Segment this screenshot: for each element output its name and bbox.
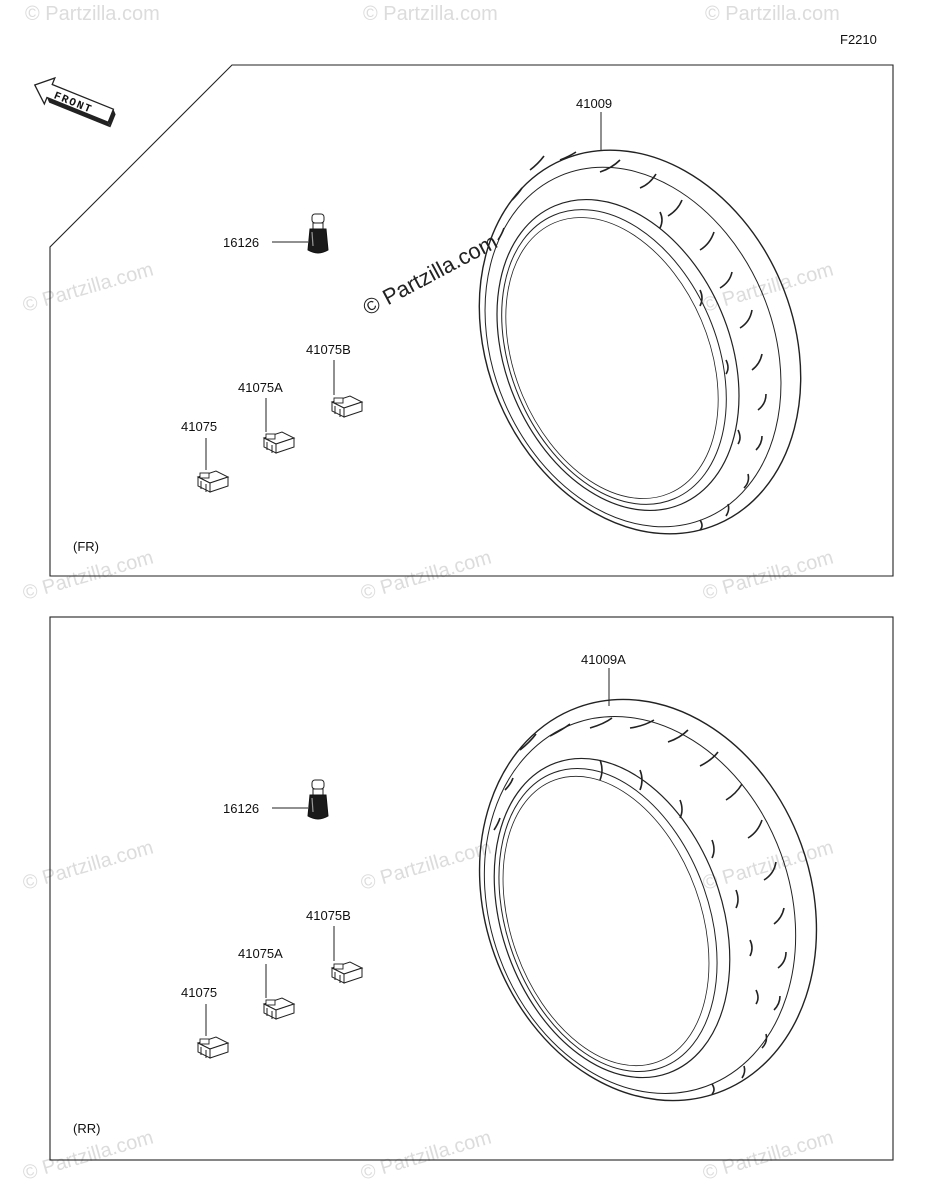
rear-weight-41075a-icon[interactable] — [263, 997, 295, 1020]
front-valve-icon[interactable] — [307, 213, 329, 254]
watermark: © Partzilla.com — [25, 3, 160, 25]
watermark: © Partzilla.com — [700, 837, 836, 895]
front-weight-41075-icon[interactable] — [197, 470, 229, 493]
front-weight-41075a-icon[interactable] — [263, 431, 295, 454]
tread-pattern — [497, 151, 767, 531]
rear-panel: (RR) — [49, 616, 894, 1161]
watermark: © Partzilla.com — [705, 3, 840, 25]
watermark: © Partzilla.com — [700, 1127, 836, 1185]
front-weight-41075a-label: 41075A — [238, 380, 283, 395]
rear-panel-tag: (RR) — [73, 1121, 100, 1136]
front-tire[interactable] — [422, 100, 858, 584]
rear-weight-41075b-icon[interactable] — [331, 961, 363, 984]
rear-valve-label: 16126 — [223, 801, 259, 816]
rear-tire-label: 41009A — [581, 652, 626, 667]
watermark: © Partzilla.com — [358, 1127, 494, 1185]
front-weight-41075-label: 41075 — [181, 419, 217, 434]
rear-weight-41075-icon[interactable] — [197, 1036, 229, 1059]
watermark: © Partzilla.com — [20, 837, 156, 895]
rear-weight-41075-label: 41075 — [181, 985, 217, 1000]
front-panel-frame — [49, 64, 894, 577]
rear-weight-41075b-label: 41075B — [306, 908, 351, 923]
watermark: © Partzilla.com — [20, 259, 156, 317]
front-panel-tag: (FR) — [73, 539, 99, 554]
rear-valve-icon[interactable] — [307, 779, 329, 820]
watermark: © Partzilla.com — [358, 837, 494, 895]
rear-weight-41075a-label: 41075A — [238, 946, 283, 961]
watermark-layer: © Partzilla.com © Partzilla.com © Partzi… — [20, 3, 839, 1185]
rear-panel-frame — [49, 616, 894, 1161]
front-tire-label: 41009 — [576, 96, 612, 111]
front-weight-41075b-icon[interactable] — [331, 395, 363, 418]
front-panel: (FR) — [49, 64, 894, 584]
figure-code: F2210 — [840, 32, 877, 47]
front-valve-label: 16126 — [223, 235, 259, 250]
front-weight-41075b-label: 41075B — [306, 342, 351, 357]
rear-tire[interactable] — [425, 652, 872, 1149]
front-arrow-icon: FRONT — [33, 76, 116, 128]
tread-pattern — [493, 717, 787, 1095]
watermark: © Partzilla.com — [363, 3, 498, 25]
